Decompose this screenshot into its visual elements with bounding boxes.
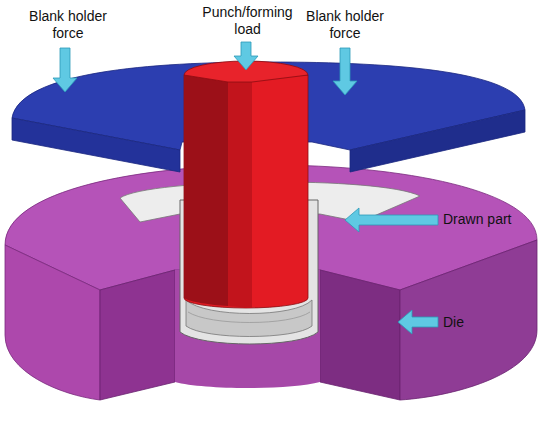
die-outer-face	[5, 245, 100, 400]
blank-holder-face	[350, 110, 525, 172]
part-label: Drawn part	[443, 211, 538, 228]
punch-body	[184, 75, 308, 308]
force-arrow	[333, 48, 357, 95]
pointer-arrow	[345, 208, 438, 232]
part-label: Die	[443, 314, 538, 331]
force-label: Blank holder force	[18, 8, 118, 42]
punch-dark-face	[184, 75, 228, 306]
force-arrow	[53, 48, 77, 92]
pointer-arrow	[398, 310, 438, 334]
force-arrow	[234, 42, 258, 70]
drawn-part-edge	[188, 312, 310, 323]
die-cut-face	[100, 270, 175, 400]
load-label: Punch/forming load	[195, 4, 300, 38]
die-cut-face	[320, 270, 400, 400]
force-label: Blank holder force	[295, 8, 395, 42]
punch-cut-face	[228, 82, 252, 308]
blank-holder-face	[12, 118, 180, 172]
